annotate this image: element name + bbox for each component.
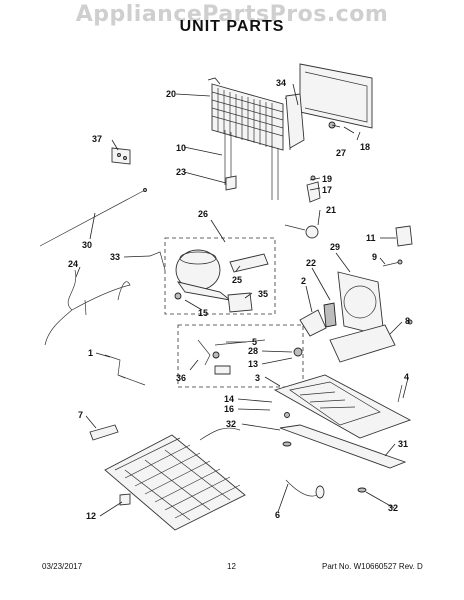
footer-date: 03/23/2017	[42, 562, 83, 571]
callout-2: 2	[301, 276, 306, 286]
heater-21	[284, 224, 319, 239]
base-plate-3	[273, 374, 412, 439]
callout-1: 1	[88, 348, 93, 358]
callout-36: 36	[176, 373, 186, 383]
watermark-text: AppliancePartsPros.com	[75, 2, 389, 27]
shield-31	[279, 424, 407, 469]
callout-13: 13	[248, 359, 258, 369]
leader-lines	[75, 83, 409, 517]
part-19-17	[306, 175, 321, 203]
callout-8: 8	[405, 316, 410, 326]
callout-30: 30	[82, 240, 92, 250]
condenser-coil	[207, 77, 293, 151]
condenser-bracket	[224, 130, 279, 200]
callout-7: 7	[78, 410, 83, 420]
callout-24: 24	[68, 259, 78, 269]
callout-11: 11	[366, 233, 376, 243]
callout-31: 31	[398, 439, 408, 449]
callout-10: 10	[176, 143, 186, 153]
callout-16: 16	[224, 404, 234, 414]
callout-4: 4	[404, 372, 409, 382]
callout-15: 15	[198, 308, 208, 318]
callout-37: 37	[92, 134, 102, 144]
callout-19: 19	[322, 174, 332, 184]
callout-22: 22	[306, 258, 316, 268]
callout-6: 6	[275, 510, 280, 520]
screw-9	[382, 259, 403, 267]
harness-24	[44, 269, 131, 346]
callout-27: 27	[336, 148, 346, 158]
shroud-18	[299, 63, 373, 129]
drain-pan-8	[329, 319, 413, 363]
plate-37	[111, 147, 131, 165]
callout-26: 26	[198, 209, 208, 219]
page-title: UNIT PARTS	[179, 18, 285, 35]
callout-33: 33	[110, 252, 120, 262]
callout-17: 17	[322, 185, 332, 195]
callout-28: 28	[248, 346, 258, 356]
tube-6	[285, 479, 325, 499]
callout-32-top: 32	[226, 419, 236, 429]
callout-21: 21	[326, 205, 336, 215]
callout-18: 18	[360, 142, 370, 152]
callout-14: 14	[224, 394, 234, 404]
evaporator-coil	[104, 434, 246, 531]
fan-assembly	[299, 271, 385, 337]
callout-35: 35	[258, 289, 268, 299]
callout-32-bottom: 32	[388, 503, 398, 513]
callout-25: 25	[232, 275, 242, 285]
callout-3: 3	[255, 373, 260, 383]
compressor-box-26	[164, 237, 276, 315]
footer-part-number: Part No. W10660527 Rev. D	[322, 562, 423, 571]
foot-32	[282, 441, 367, 493]
callout-5: 5	[252, 337, 257, 347]
callout-29: 29	[330, 242, 340, 252]
callout-23: 23	[176, 167, 186, 177]
part-14-16	[199, 412, 290, 441]
part-11	[395, 225, 413, 247]
callout-34: 34	[276, 78, 286, 88]
wire-30	[39, 188, 147, 247]
tube-1	[104, 354, 146, 386]
tube-33	[149, 251, 166, 271]
footer-page-number: 12	[227, 562, 236, 571]
callout-9: 9	[372, 252, 377, 262]
parts-box-36	[177, 324, 304, 388]
callout-20: 20	[166, 89, 176, 99]
screw-4	[397, 384, 403, 403]
part-7	[89, 424, 119, 441]
screw-27	[328, 121, 341, 129]
callout-12: 12	[86, 511, 96, 521]
